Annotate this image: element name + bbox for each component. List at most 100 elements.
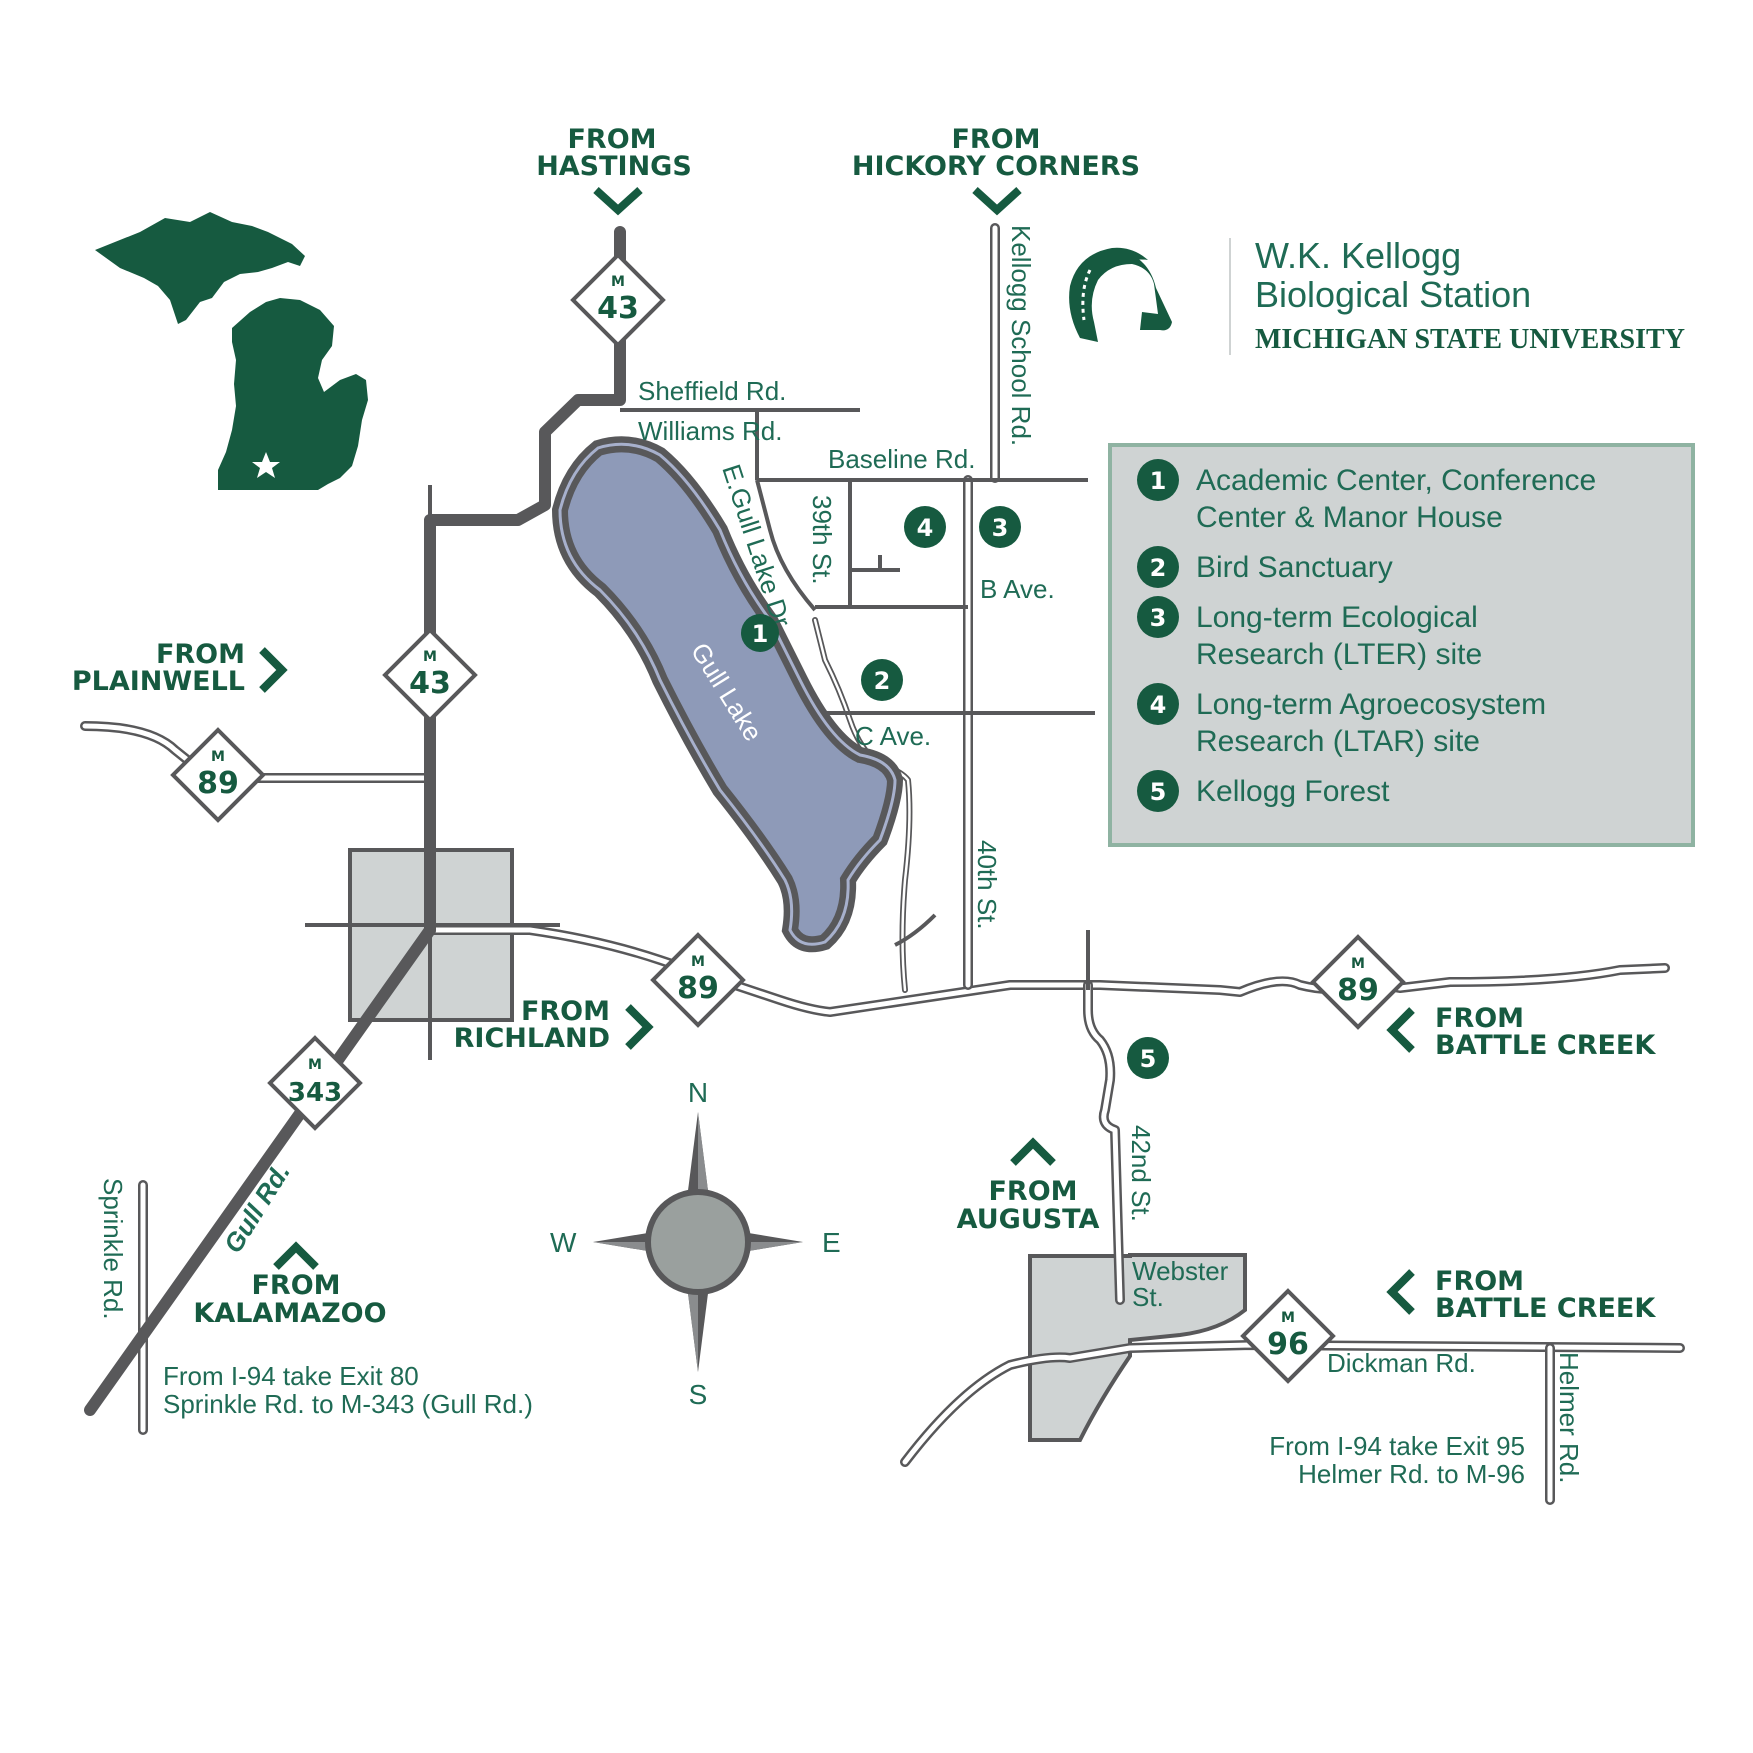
shield-number: 343 (288, 1078, 342, 1108)
legend-label: Research (LTAR) site (1196, 725, 1480, 758)
from-plainwell-line1: FROM (156, 639, 245, 670)
chevron-up-icon (273, 1241, 319, 1270)
from-plainwell: FROM PLAINWELL (72, 639, 288, 697)
compass-north: N (688, 1077, 708, 1108)
site-marker-5[interactable]: 5 (1127, 1037, 1169, 1079)
label-40th-st: 40th St. (972, 840, 1002, 930)
compass-east: E (822, 1227, 841, 1258)
label-c-ave: C Ave. (855, 721, 931, 751)
shield-number: 89 (1337, 973, 1379, 1008)
legend-number-badge (1137, 546, 1179, 588)
site-marker-number: 3 (992, 514, 1009, 542)
shield-number: 89 (677, 971, 719, 1006)
from-kalamazoo-line1: FROM (251, 1270, 340, 1301)
from-augusta-line2: AUGUSTA (957, 1204, 1100, 1235)
battle-creek-note-line1: From I-94 take Exit 95 (1269, 1431, 1525, 1461)
label-webster-st-1: Webster (1132, 1256, 1229, 1286)
shield-m89-center: M 89 (650, 932, 746, 1028)
site-marker-4[interactable]: 4 (904, 506, 946, 548)
michigan-outline-icon (95, 212, 368, 490)
site-marker-number: 5 (1140, 1045, 1157, 1073)
compass-south: S (689, 1379, 708, 1410)
label-helmer-rd: Helmer Rd. (1554, 1352, 1584, 1483)
from-battle-creek-2-line2: BATTLE CREEK (1435, 1293, 1656, 1324)
legend-number-badge (1137, 770, 1179, 812)
from-richland: FROM RICHLAND (454, 996, 654, 1054)
compass-west: W (550, 1227, 577, 1258)
shield-prefix: M (1351, 956, 1365, 972)
from-hickory-line1: FROM (951, 124, 1040, 155)
from-hastings-line2: HASTINGS (536, 151, 692, 182)
legend-number-badge (1137, 596, 1179, 638)
spartan-helmet-icon (1069, 247, 1172, 342)
from-hastings: FROM HASTINGS (536, 124, 692, 216)
route-notes: From I-94 take Exit 80 Sprinkle Rd. to M… (163, 1361, 1525, 1489)
site-marker-3[interactable]: 3 (979, 506, 1021, 548)
legend-number: 1 (1150, 467, 1167, 495)
direction-labels: FROM HASTINGS FROM HICKORY CORNERS FROM … (72, 124, 1657, 1329)
shield-prefix: M (611, 274, 625, 290)
chevron-left-icon (1386, 1269, 1415, 1315)
shield-m89-west: M 89 (170, 727, 266, 823)
from-hickory-line2: HICKORY CORNERS (852, 151, 1140, 182)
site-marker-2[interactable]: 2 (861, 659, 903, 701)
legend-panel (1108, 443, 1695, 847)
chevron-down-icon (972, 187, 1022, 216)
legend-label: Long-term Ecological (1196, 601, 1478, 634)
site-marker-number: 1 (752, 620, 769, 648)
secondary-roads (80, 223, 1685, 1505)
label-42nd-st: 42nd St. (1126, 1125, 1156, 1222)
site-markers: 1 2 3 4 5 (741, 506, 1169, 1079)
from-plainwell-line2: PLAINWELL (72, 666, 245, 697)
route-shields: M 43 M 43 M 89 M 89 M 89 M 343 (170, 252, 1406, 1384)
legend-label: Academic Center, Conference (1196, 464, 1596, 497)
legend-number: 2 (1150, 554, 1167, 582)
shield-prefix: M (308, 1057, 322, 1073)
station-name-line1: W.K. Kellogg (1255, 235, 1461, 276)
from-hastings-line1: FROM (567, 124, 656, 155)
shield-prefix: M (691, 954, 705, 970)
shield-m343: M 343 (267, 1035, 363, 1131)
from-battle-creek-2-line1: FROM (1435, 1266, 1524, 1297)
kalamazoo-note-line2: Sprinkle Rd. to M-343 (Gull Rd.) (163, 1389, 533, 1419)
legend-number: 4 (1150, 691, 1167, 719)
shield-prefix: M (211, 749, 225, 765)
label-webster-st-2: St. (1132, 1282, 1164, 1312)
university-name: MICHIGAN STATE UNIVERSITY (1255, 324, 1685, 355)
shield-m89-east: M 89 (1310, 934, 1406, 1030)
shield-m43-west: M 43 (382, 627, 478, 723)
from-hickory-corners: FROM HICKORY CORNERS (852, 124, 1140, 216)
chevron-right-icon (625, 1004, 654, 1050)
from-richland-line1: FROM (521, 996, 610, 1027)
highway-m43 (84, 226, 626, 1416)
from-augusta-line1: FROM (988, 1176, 1077, 1207)
battle-creek-note-line2: Helmer Rd. to M-96 (1298, 1459, 1525, 1489)
site-marker-number: 2 (874, 667, 891, 695)
legend-number-badge (1137, 459, 1179, 501)
gull-lake: Gull Lake (551, 436, 904, 953)
site-marker-1[interactable]: 1 (741, 614, 779, 652)
compass-rose-icon: N S E W (550, 1077, 841, 1410)
shield-m96: M 96 (1240, 1288, 1336, 1384)
from-battle-creek-1-line1: FROM (1435, 1003, 1524, 1034)
from-richland-line2: RICHLAND (454, 1023, 610, 1054)
label-baseline-rd: Baseline Rd. (828, 444, 975, 474)
msu-header: W.K. Kellogg Biological Station MICHIGAN… (1069, 235, 1685, 355)
shield-number: 96 (1267, 1327, 1309, 1362)
label-39th-st: 39th St. (807, 495, 837, 585)
site-marker-number: 4 (917, 514, 934, 542)
label-sprinkle-rd: Sprinkle Rd. (98, 1178, 128, 1320)
local-roads (305, 408, 1095, 1060)
legend-label: Research (LTER) site (1196, 638, 1482, 671)
augusta-town-area (1028, 1253, 1247, 1442)
shield-m43-north: M 43 (570, 252, 666, 348)
legend-number: 3 (1150, 604, 1167, 632)
chevron-left-icon (1386, 1007, 1415, 1053)
station-name-line2: Biological Station (1255, 274, 1531, 315)
